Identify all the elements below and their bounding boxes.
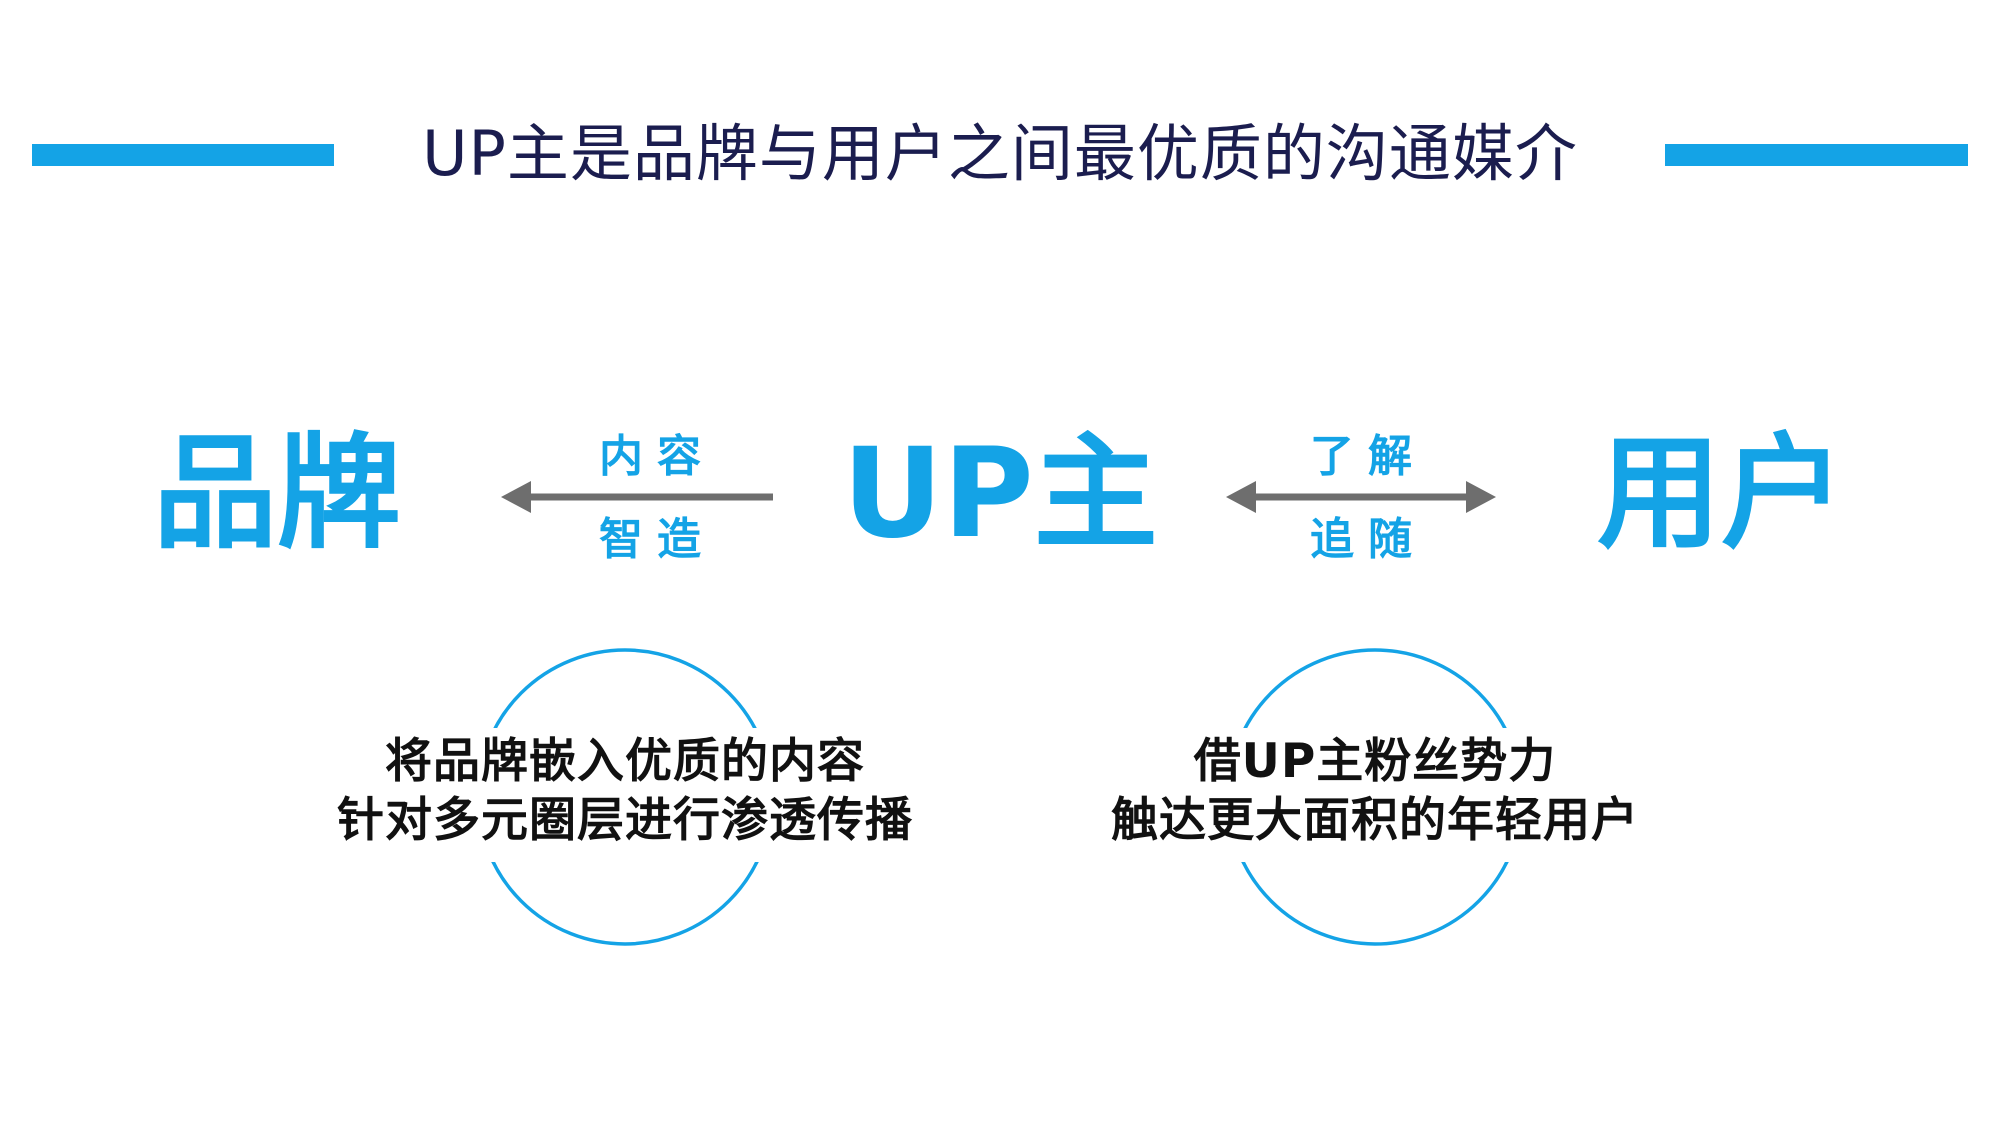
title-decor-bar-left xyxy=(32,144,334,166)
node-up-creator: UP主 xyxy=(842,422,1158,566)
slide-title: UP主是品牌与用户之间最优质的沟通媒介 xyxy=(422,117,1578,190)
right-arrow-label-top: 了解 xyxy=(1310,431,1426,482)
node-brand: 品牌 xyxy=(152,422,402,566)
left-arrow xyxy=(501,481,773,513)
right-circle-text: 借UP主粉丝势力 触达更大面积的年轻用户 xyxy=(1105,728,1645,862)
left-arrow-head xyxy=(501,481,531,513)
left-arrow-label-top: 内容 xyxy=(599,431,715,482)
right-double-arrow xyxy=(1226,481,1496,513)
right-arrow-head-right xyxy=(1466,481,1496,513)
title-decor-bar-right xyxy=(1665,144,1968,166)
right-arrow-label-bottom: 追随 xyxy=(1310,514,1426,565)
right-circle-line-1: 借UP主粉丝势力 xyxy=(1193,734,1557,789)
left-circle-line-2: 针对多元圈层进行渗透传播 xyxy=(337,793,913,848)
left-circle-text: 将品牌嵌入优质的内容 针对多元圈层进行渗透传播 xyxy=(331,728,919,862)
right-circle-line-2: 触达更大面积的年轻用户 xyxy=(1111,793,1639,848)
left-circle-line-1: 将品牌嵌入优质的内容 xyxy=(385,734,865,789)
right-arrow-head-left xyxy=(1226,481,1256,513)
left-arrow-label-bottom: 智造 xyxy=(599,514,715,565)
node-user: 用户 xyxy=(1596,422,1846,566)
